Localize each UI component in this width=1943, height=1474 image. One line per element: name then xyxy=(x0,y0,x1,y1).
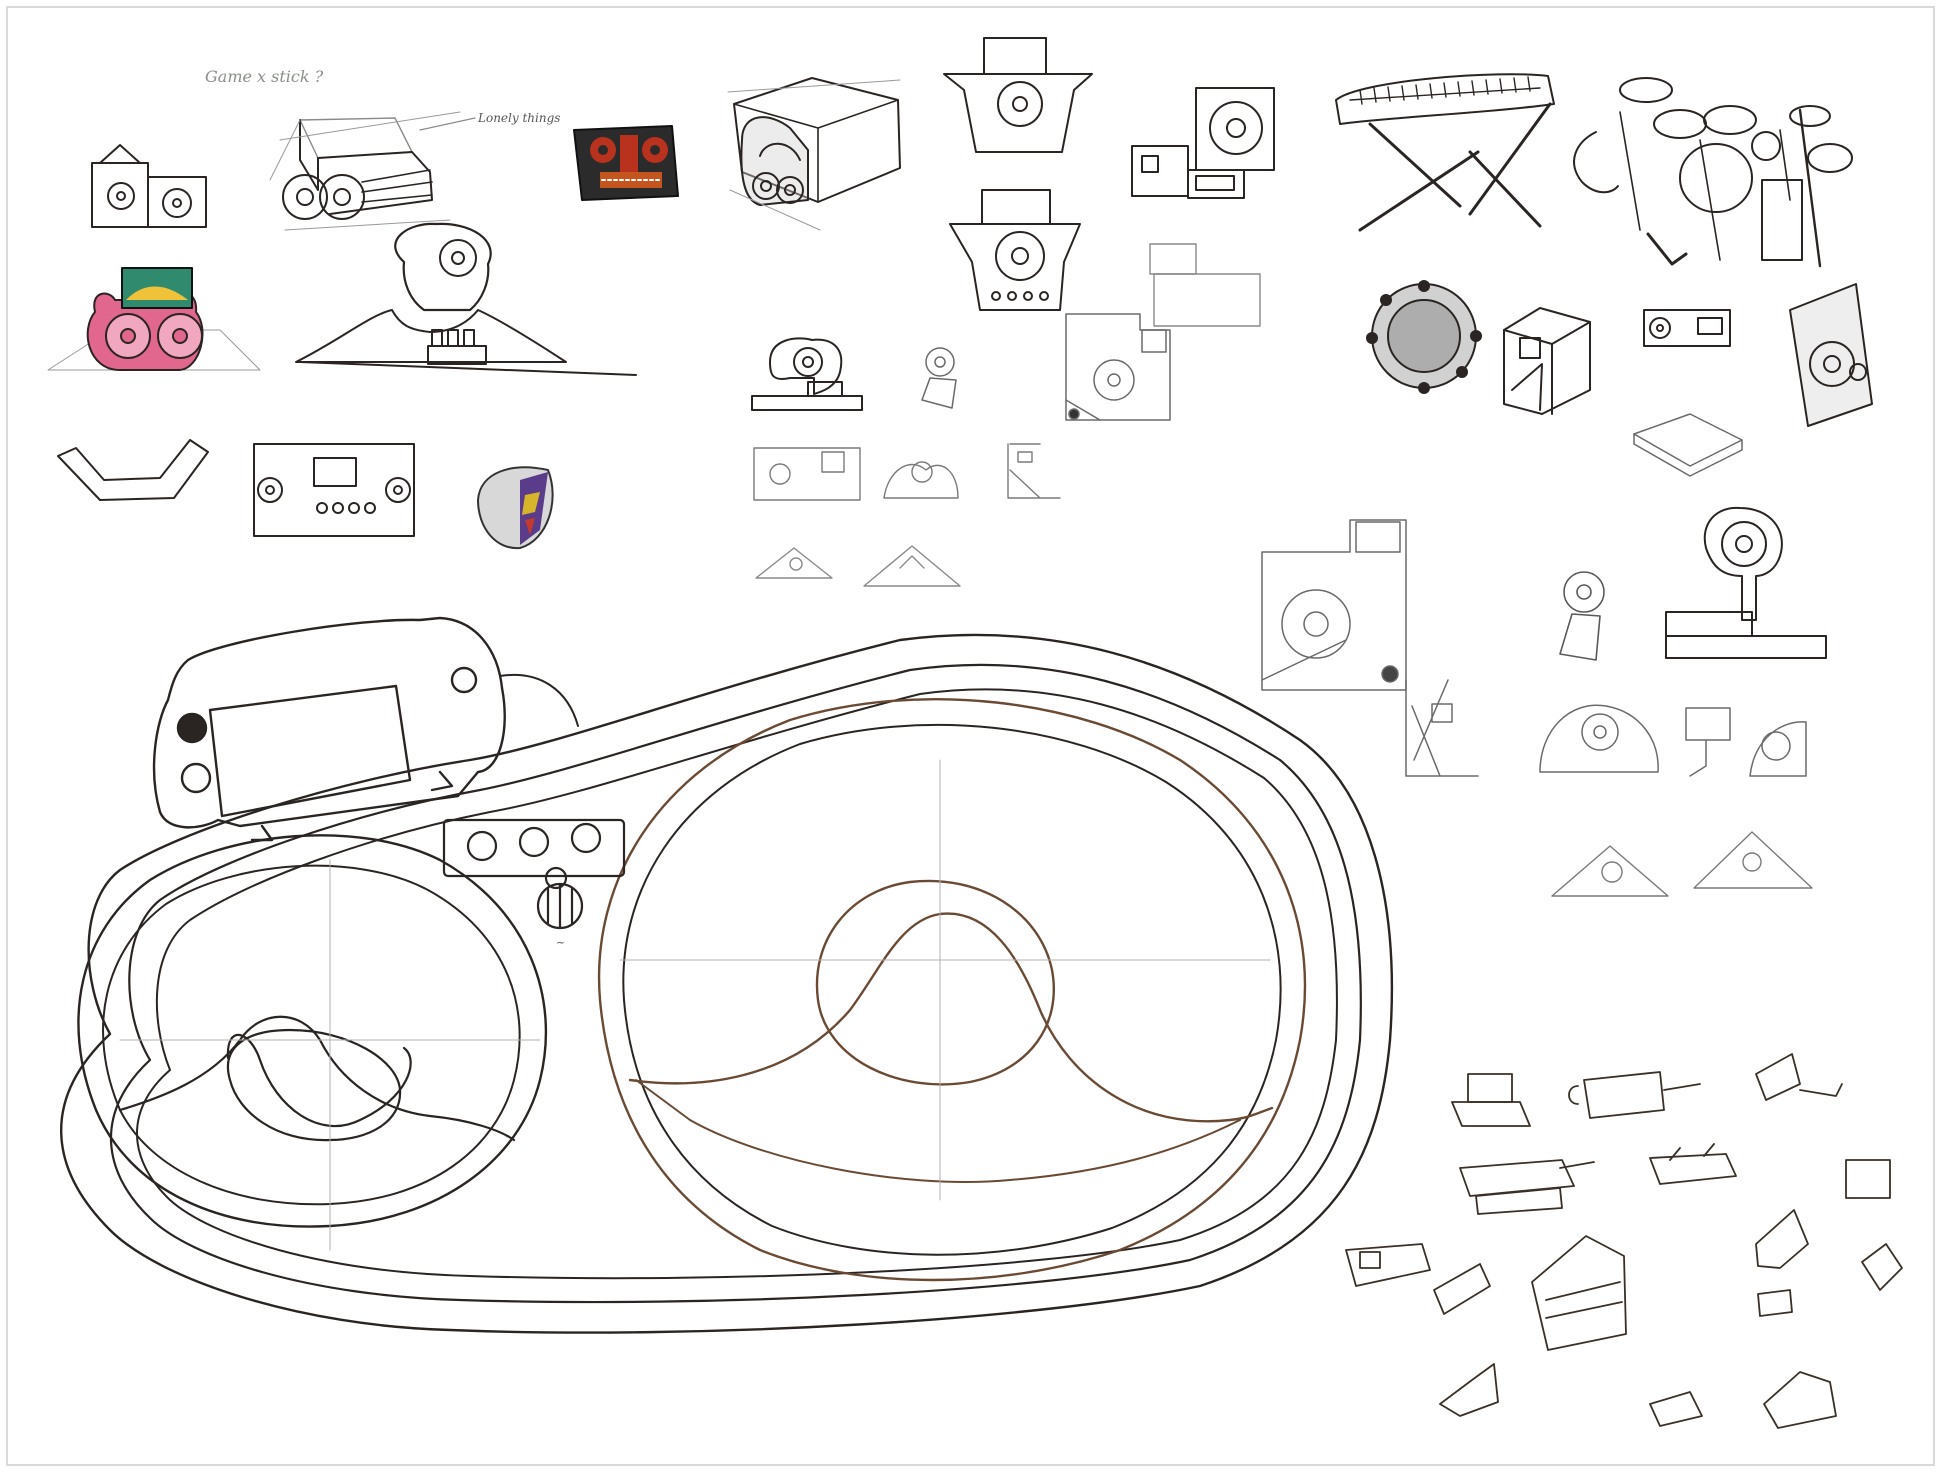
small-devices-cluster xyxy=(1345,1053,1903,1429)
speaker-pair-sketch xyxy=(91,144,207,228)
left-speaker-cone xyxy=(226,1033,412,1128)
right-speaker-wave xyxy=(628,912,1274,1123)
pencil-row-sketch xyxy=(753,443,1061,501)
svg-text:~: ~ xyxy=(556,936,565,949)
colorful-pick-sketch xyxy=(477,466,554,550)
speaker-tower-bottom-sketch xyxy=(949,189,1081,311)
curved-bar-sketch xyxy=(57,439,209,501)
joystick-hills-sketch xyxy=(295,222,637,376)
camera-device-sketch xyxy=(1131,87,1275,199)
left-speaker-ring-inner xyxy=(102,864,521,1206)
pencil-speaker-lens-sketch xyxy=(1065,313,1171,421)
cube-speaker-sketch xyxy=(727,77,901,231)
camera-small-sketch xyxy=(1643,309,1731,347)
right-speaker-center xyxy=(815,879,1055,1086)
stereo-box-sketch xyxy=(253,443,415,537)
left-speaker-wave xyxy=(118,1015,516,1142)
pencil-speaker-lens-sketch-2 xyxy=(1261,519,1407,691)
corner-note: Game x stick ? xyxy=(205,67,324,86)
tablet-speaker-sketch xyxy=(1789,283,1873,427)
right-speaker-base xyxy=(635,1079,1241,1183)
pencil-joystick-mid xyxy=(1559,571,1605,661)
body-inner-line xyxy=(109,663,1362,1304)
left-speaker-center xyxy=(227,1028,402,1142)
pencil-box-sketch xyxy=(1149,243,1261,327)
keyboard-stand-sketch xyxy=(1335,73,1555,232)
tank-speaker-sketch xyxy=(269,111,476,231)
pencil-row-sketch-2 xyxy=(1405,679,1807,777)
body-outer-line xyxy=(60,633,1394,1334)
flat-tile-sketch xyxy=(1633,413,1743,477)
main-console-speaker-sketch: ~ xyxy=(60,616,1394,1334)
pencil-triangle-sketch xyxy=(755,545,961,587)
left-speaker-ring xyxy=(77,834,548,1228)
pencil-joystick-small xyxy=(921,347,957,409)
drum-kit-sketch xyxy=(1573,77,1853,268)
control-panel: ~ xyxy=(442,818,626,949)
red-boombox-sketch xyxy=(573,125,679,201)
box-speaker-sketch xyxy=(1503,307,1591,415)
pink-boombox-sketch xyxy=(47,267,261,371)
body-inner-line-2 xyxy=(136,688,1338,1280)
right-speaker-ring xyxy=(597,698,1307,1282)
gear-speaker-sketch xyxy=(1366,280,1482,394)
pencil-guide-lines xyxy=(119,759,1271,1251)
joystick-mini-sketch xyxy=(751,337,863,411)
speaker-tower-top-sketch xyxy=(943,37,1093,153)
pencil-triangle-sketch-2 xyxy=(1551,831,1813,897)
joystick-right-sketch xyxy=(1665,506,1827,659)
arrow-note: Lonely things xyxy=(477,111,560,125)
sheet-border xyxy=(6,6,1935,1466)
handheld-console xyxy=(152,616,579,842)
right-speaker-ring-inner xyxy=(622,723,1282,1256)
